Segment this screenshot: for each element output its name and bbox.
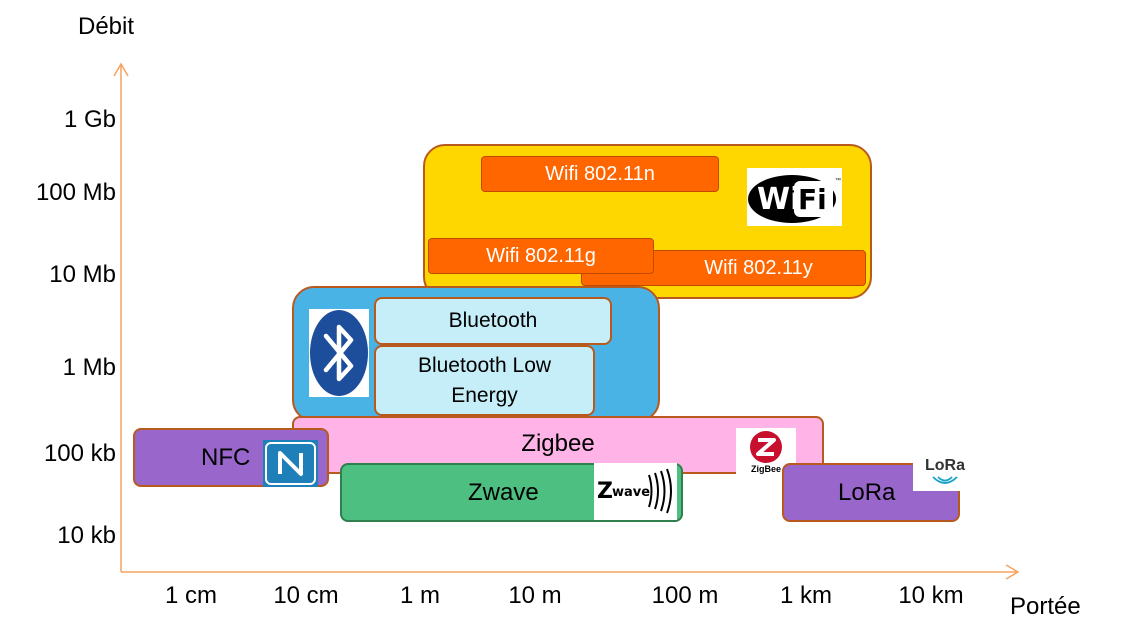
lora-logo: LoRa — [913, 453, 977, 491]
wifi-80211n-box: Wifi 802.11n — [481, 156, 719, 192]
lora-box: LoRa — [782, 463, 960, 522]
x-tick-label: 100 m — [651, 582, 719, 609]
zwave-logo-text: wave — [612, 485, 650, 500]
zigbee-logo-text: ZigBee — [750, 463, 781, 474]
wifi-logo: Wi Fi ™ — [747, 168, 842, 226]
x-tick-label: 1 km — [779, 582, 832, 609]
wifi-logo-text-a: Wi — [757, 182, 800, 217]
x-tick-label: 10 m — [508, 582, 562, 609]
y-tick-label: 1 Mb — [62, 354, 116, 381]
bluetooth-label: Bluetooth — [448, 309, 538, 332]
lora-label: LoRa — [838, 478, 896, 506]
zwave-label: Zwave — [468, 478, 539, 506]
wifi-80211y-label: Wifi 802.11y — [704, 256, 813, 279]
wifi-80211g-box: Wifi 802.11g — [428, 238, 654, 274]
x-axis-arrow — [1005, 564, 1020, 580]
nfc-label: NFC — [201, 443, 251, 471]
x-tick-label: 1 m — [399, 582, 440, 609]
y-tick-label: 100 kb — [43, 440, 116, 467]
y-axis-arrow — [113, 62, 129, 77]
svg-text:Z: Z — [597, 479, 613, 504]
nfc-logo — [263, 440, 318, 487]
zwave-logo: Z wave — [594, 463, 677, 520]
y-tick-label: 10 Mb — [49, 261, 116, 288]
wifi-logo-text-b: Fi — [798, 183, 827, 216]
bluetooth-low-energy-label: Bluetooth Low Energy — [417, 353, 552, 407]
lora-logo-text: LoRa — [925, 457, 965, 474]
y-tick-label: 10 kb — [57, 522, 116, 549]
y-axis-title: Débit — [78, 13, 135, 40]
x-tick-label: 1 cm — [164, 582, 217, 609]
y-tick-label: 1 Gb — [63, 106, 116, 133]
y-tick-label: 100 Mb — [35, 179, 116, 206]
x-tick-label: 10 km — [898, 582, 964, 609]
svg-text:™: ™ — [835, 177, 841, 184]
wifi-80211g-label: Wifi 802.11g — [486, 244, 596, 267]
x-tick-label: 10 cm — [273, 582, 339, 609]
zigbee-logo: ZigBee — [736, 428, 796, 475]
bluetooth-low-energy-box: Bluetooth Low Energy — [374, 345, 595, 416]
x-axis-title: Portée — [1010, 593, 1081, 620]
zigbee-label: Zigbee — [521, 430, 595, 457]
wifi-80211n-label: Wifi 802.11n — [545, 162, 655, 185]
bluetooth-box: Bluetooth — [374, 297, 612, 345]
bluetooth-logo — [309, 309, 369, 397]
